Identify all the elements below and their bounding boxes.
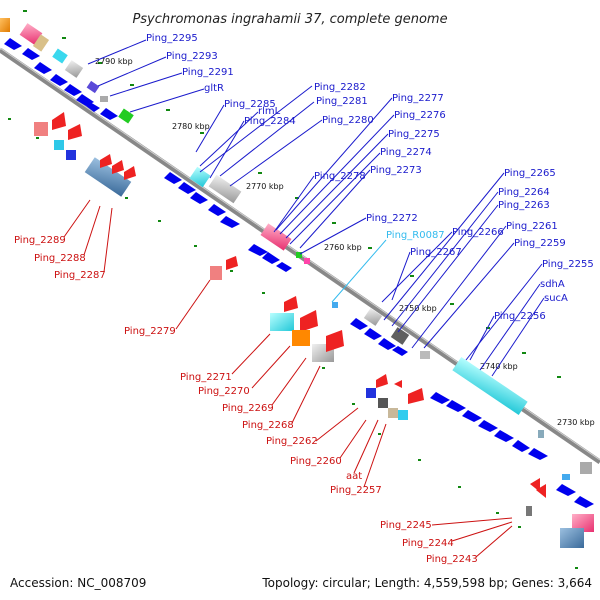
gene-label: Ping_2289 — [14, 235, 66, 246]
gene-label: Ping_2256 — [494, 311, 546, 322]
gene-label: Ping_2271 — [180, 372, 232, 383]
map-title: Psychromonas ingrahamii 37, complete gen… — [132, 12, 447, 27]
gene-label: Ping_2291 — [182, 67, 234, 78]
gene-label: Ping_2259 — [514, 238, 566, 249]
gene-label: Ping_2263 — [498, 200, 550, 211]
gene-label: Ping_2262 — [266, 436, 318, 447]
gene-label: Ping_2275 — [388, 129, 440, 140]
gene-label: Ping_2285 — [224, 99, 276, 110]
gene-label: Ping_2273 — [370, 165, 422, 176]
genome-summary-text: Topology: circular; Length: 4,559,598 bp… — [261, 576, 592, 590]
gene-label: Ping_2281 — [316, 96, 368, 107]
gene-label: Ping_R0087 — [386, 230, 445, 241]
gene-label: Ping_2269 — [222, 403, 274, 414]
forward-gene-labels: Ping_2295 Ping_2293 Ping_2291 gltR Ping_… — [87, 33, 594, 377]
gene-label: Ping_2288 — [34, 253, 86, 264]
gene-label: rlmL — [258, 106, 281, 117]
tick-label: 2770 kbp — [246, 182, 284, 191]
accession-text: Accession: NC_008709 — [10, 576, 146, 590]
gene-label: gltR — [204, 83, 224, 94]
gene-label: Ping_2257 — [330, 485, 382, 496]
gene-label: Ping_2270 — [198, 386, 250, 397]
gene-label: Ping_2245 — [380, 520, 432, 531]
gene-label: sucA — [544, 293, 568, 304]
gene-label: Ping_2268 — [242, 420, 294, 431]
gene-label: Ping_2284 — [244, 116, 296, 127]
gene-label: Ping_2277 — [392, 93, 444, 104]
gene-label: Ping_2295 — [146, 33, 198, 44]
gene-label: Ping_2272 — [366, 213, 418, 224]
gene-label: Ping_2278 — [314, 171, 366, 182]
gene-label: aat — [346, 471, 362, 482]
gene-label: Ping_2261 — [506, 221, 558, 232]
tick-label: 2730 kbp — [557, 418, 595, 427]
reverse-features — [34, 112, 594, 548]
gene-label: Ping_2244 — [402, 538, 454, 549]
gene-label: Ping_2260 — [290, 456, 342, 467]
gene-label: Ping_2243 — [426, 554, 478, 565]
tick-label: 2780 kbp — [172, 122, 210, 131]
gene-label: sdhA — [540, 279, 565, 290]
gene-label: Ping_2282 — [314, 82, 366, 93]
gc-skew-track — [8, 10, 578, 569]
tick-label: 2760 kbp — [324, 243, 362, 252]
gene-label: Ping_2287 — [54, 270, 106, 281]
reverse-gene-labels: Ping_2289 Ping_2288 Ping_2287 Ping_2279 … — [14, 199, 513, 565]
tick-label: 2750 kbp — [399, 304, 437, 313]
forward-features — [0, 18, 594, 508]
gene-label: Ping_2274 — [380, 147, 432, 158]
rrna-gene-labels: Ping_R0087 — [331, 230, 445, 303]
gene-label: Ping_2293 — [166, 51, 218, 62]
gene-label: Ping_2264 — [498, 187, 550, 198]
gene-label: Ping_2267 — [410, 247, 462, 258]
gene-label: Ping_2255 — [542, 259, 594, 270]
gene-label: Ping_2276 — [394, 110, 446, 121]
gene-label: Ping_2266 — [452, 227, 504, 238]
gene-label: Ping_2280 — [322, 115, 374, 126]
gene-label: Ping_2279 — [124, 326, 176, 337]
gene-label: Ping_2265 — [504, 168, 556, 179]
tick-label: 2790 kbp — [95, 57, 133, 66]
